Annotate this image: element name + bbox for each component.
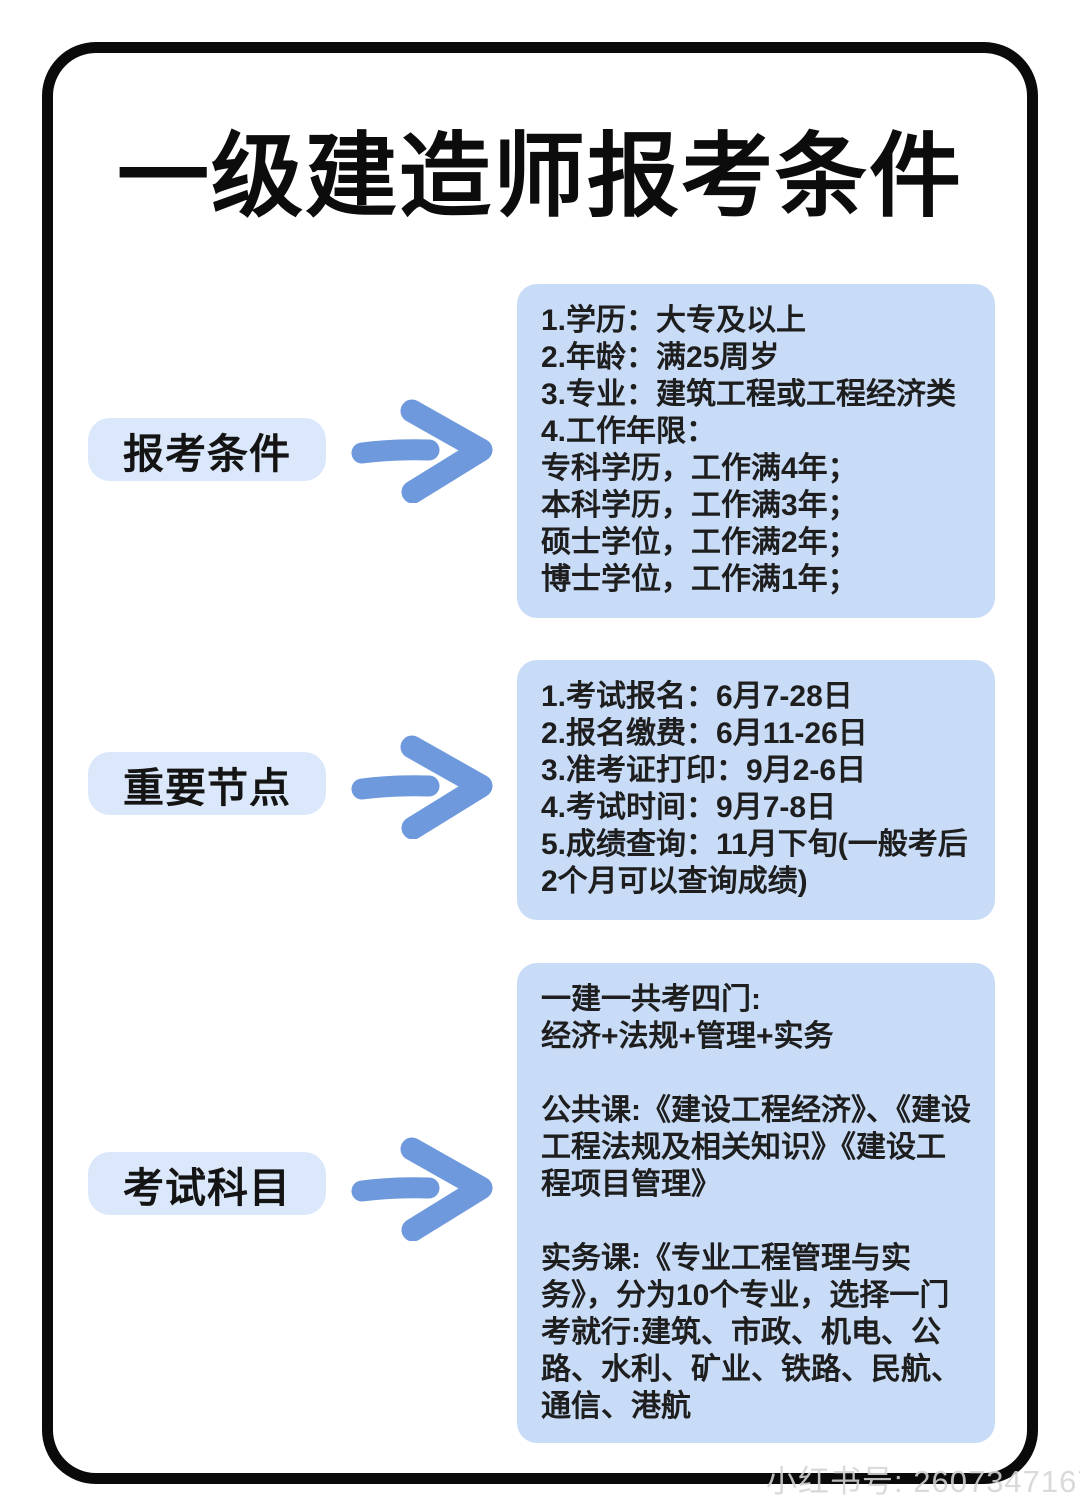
watermark-xiaohongshu-id: 小红书号: 2607347167 (766, 1464, 1080, 1498)
section-label-text: 考试科目 (123, 1164, 291, 1211)
section-label-requirements: 报考条件 (88, 418, 326, 481)
section-content-requirements: 1.学历：大专及以上 2.年龄：满25周岁 3.专业：建筑工程或工程经济类 4.… (517, 284, 995, 618)
section-content-subjects: 一建一共考四门: 经济+法规+管理+实务 公共课:《建设工程经济》、《建设工程法… (517, 963, 995, 1443)
poster-title: 一级建造师报考条件 (116, 126, 963, 228)
arrow-right-icon (351, 1137, 493, 1241)
arrow-right-icon (351, 399, 493, 503)
section-label-subjects: 考试科目 (88, 1152, 326, 1215)
section-label-text: 报考条件 (123, 430, 291, 477)
section-content-timeline: 1.考试报名：6月7-28日 2.报名缴费：6月11-26日 3.准考证打印：9… (517, 660, 995, 920)
section-label-timeline: 重要节点 (88, 752, 326, 815)
arrow-right-icon (351, 735, 493, 839)
section-label-text: 重要节点 (123, 764, 291, 811)
